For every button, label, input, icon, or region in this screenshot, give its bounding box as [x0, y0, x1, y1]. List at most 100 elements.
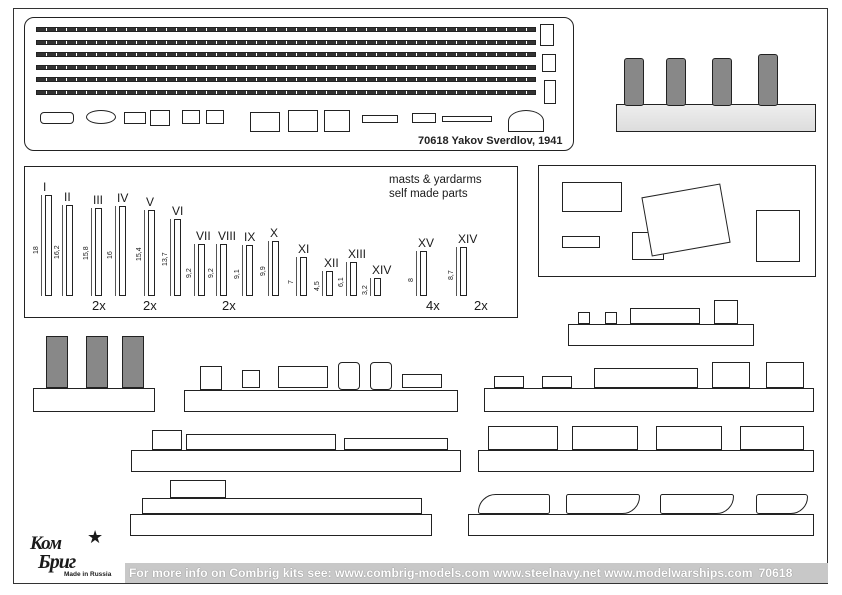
dimension-line [268, 240, 269, 296]
logo-line2: Бриг [38, 551, 76, 573]
footer-code: 70618 [758, 566, 793, 580]
mast-length-label: 13,7 [162, 252, 169, 266]
mast-numeral: VI [172, 204, 184, 219]
mast-length-label: 15,4 [136, 247, 143, 261]
pe-part [442, 116, 492, 122]
mast-part [272, 240, 279, 296]
mast-part [300, 256, 307, 296]
mast-part [45, 195, 52, 296]
mast-part [220, 244, 227, 296]
funnel-part [712, 58, 732, 106]
mast-length-label: 9,2 [208, 268, 215, 279]
small-part [344, 438, 448, 450]
mast-length-label: 8 [408, 277, 415, 282]
masts-title: masts & yardarms self made parts [389, 173, 482, 201]
mast-part [246, 245, 253, 296]
mast-numeral: XIV [458, 232, 478, 247]
dimension-line [91, 207, 92, 296]
dimension-line [170, 219, 171, 296]
funnel-part [666, 58, 686, 106]
boat-part [660, 494, 734, 514]
sheet-frame [13, 8, 828, 584]
pe-sheet-label: 70618 Yakov Sverdlov, 1941 [418, 135, 563, 147]
boat-part [566, 494, 640, 514]
mast-part [95, 207, 102, 296]
railing-strip [36, 27, 536, 32]
bridge-shield-part [756, 210, 800, 262]
pe-part [288, 110, 318, 132]
small-part [152, 430, 182, 450]
pe-part [250, 112, 280, 132]
dimension-line [322, 270, 323, 296]
resin-base [184, 390, 458, 412]
bridge-small-part [562, 236, 600, 248]
dimension-line [115, 206, 116, 296]
mast-length-label: 4,5 [314, 281, 321, 292]
mast-part [148, 209, 155, 296]
mast-numeral: IX [244, 230, 256, 245]
pe-bracket-part [542, 54, 556, 72]
mast-numeral: VII [196, 229, 211, 244]
mast-numeral: II [64, 190, 71, 205]
mast-length-label: 9,9 [260, 266, 267, 277]
pe-part [182, 110, 200, 124]
resin-base [33, 388, 155, 412]
mast-length-label: 15,8 [83, 246, 90, 260]
masts-title-line1: masts & yardarms [389, 174, 482, 186]
mast-length-label: 7 [288, 280, 295, 285]
pe-part [412, 113, 436, 123]
resin-base [130, 514, 432, 536]
turret-part [122, 336, 144, 388]
mast-numeral: XV [418, 236, 435, 251]
boat-part [478, 494, 550, 514]
small-part [712, 362, 750, 388]
mast-length-label: 18 [33, 245, 40, 254]
mast-length-label: 16,2 [54, 245, 61, 259]
mast-length-label: 16 [107, 251, 114, 260]
mast-part [350, 261, 357, 296]
small-part [766, 362, 804, 388]
pe-part [150, 110, 170, 126]
mast-numeral: III [93, 192, 104, 207]
small-part [605, 312, 617, 324]
mast-length-label: 9,2 [186, 268, 193, 279]
small-part [542, 376, 572, 388]
small-part [714, 300, 738, 324]
turret-part [46, 336, 68, 388]
small-part [338, 362, 360, 390]
resin-base [468, 514, 814, 536]
vents-part [630, 308, 700, 324]
dimension-line [456, 247, 457, 296]
resin-base [131, 450, 461, 472]
funnel-part [758, 54, 778, 106]
small-part [242, 370, 260, 388]
pe-shield-part [508, 110, 544, 132]
mast-part [66, 205, 73, 296]
mast-length-label: 3,2 [362, 285, 369, 296]
mast-numeral: I [43, 180, 47, 195]
pe-bracket-part [544, 80, 556, 104]
dimension-line [370, 278, 371, 296]
funnel-part [624, 58, 644, 106]
small-part [200, 366, 222, 390]
mast-numeral: XIII [348, 246, 367, 261]
mast-length-label: 6,1 [338, 277, 345, 287]
resin-base [484, 388, 814, 412]
gun-mount-part [572, 426, 638, 450]
dimension-line [41, 195, 42, 296]
small-part [494, 376, 524, 388]
pe-ladder-part [540, 24, 554, 46]
pe-float-part [86, 110, 116, 124]
railing-strip [36, 52, 536, 58]
mast-numeral: X [270, 225, 279, 240]
quantity-label: 2x [143, 298, 157, 313]
guns-part [594, 368, 698, 388]
gun-mount-part [488, 426, 558, 450]
gun-mount-part [740, 426, 804, 450]
mast-part [119, 206, 126, 296]
mast-length-label: 9,1 [234, 268, 241, 279]
funnels-resin-base [616, 104, 816, 132]
mast-numeral: VIII [218, 229, 237, 244]
mast-part [326, 270, 333, 296]
masts-box [24, 166, 518, 318]
